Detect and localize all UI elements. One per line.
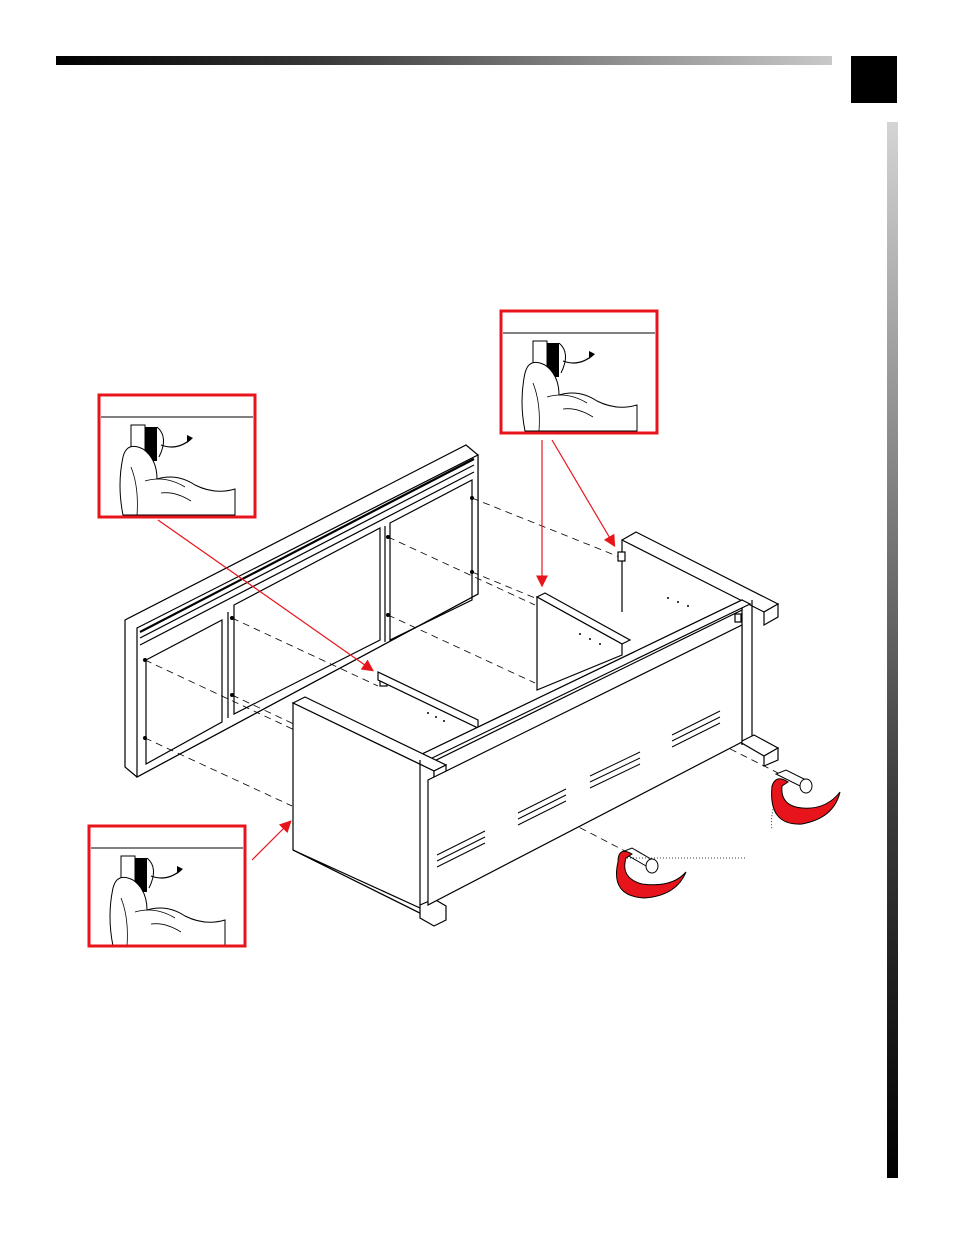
callout-left-top [99,395,255,517]
middle-divider [537,593,630,690]
left-side-panel [293,697,446,926]
callout-left-bottom [89,826,245,946]
callout-right-top [501,311,657,433]
